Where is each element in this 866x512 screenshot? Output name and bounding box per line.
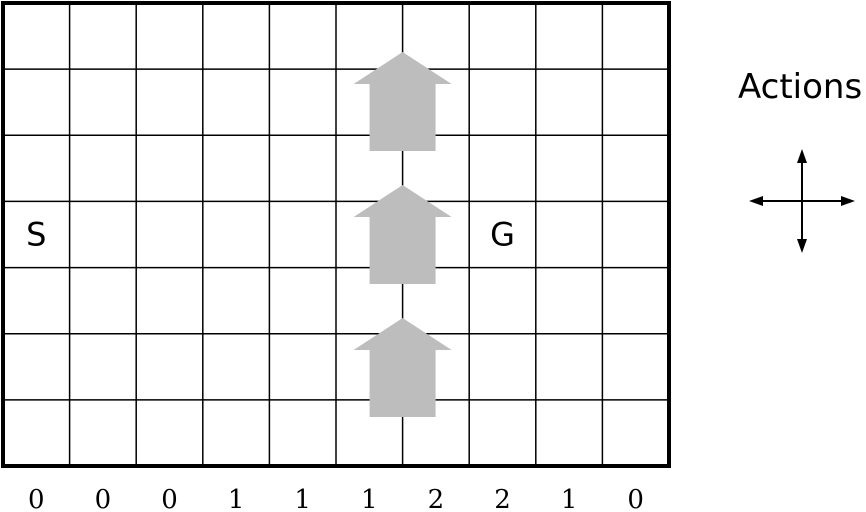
wind-strength-label: 1 <box>294 485 311 512</box>
wind-strength-label: 2 <box>494 485 511 512</box>
wind-strength-label: 1 <box>561 485 578 512</box>
goal-label: G <box>490 216 515 254</box>
wind-strength-label: 0 <box>627 485 644 512</box>
down-arrowhead-icon <box>797 239 807 253</box>
start-label: S <box>26 216 46 254</box>
wind-strength-label: 0 <box>95 485 112 512</box>
wind-strength-label: 0 <box>161 485 178 512</box>
wind-arrow-icon <box>353 318 452 417</box>
grid-border <box>1 1 671 468</box>
wind-arrow-icon <box>353 185 452 284</box>
wind-arrows <box>353 52 452 417</box>
wind-strength-label: 2 <box>428 485 445 512</box>
grid-lines <box>3 3 669 466</box>
left-arrowhead-icon <box>749 196 763 206</box>
wind-arrow-icon <box>353 52 452 151</box>
wind-strength-labels: 0 0 0 1 1 1 2 2 1 0 <box>28 485 644 512</box>
wind-strength-label: 1 <box>361 485 378 512</box>
right-arrowhead-icon <box>841 196 855 206</box>
actions-compass-icon <box>749 149 855 253</box>
wind-strength-label: 0 <box>28 485 45 512</box>
actions-title: Actions <box>738 67 862 107</box>
up-arrowhead-icon <box>797 149 807 163</box>
wind-strength-label: 1 <box>228 485 245 512</box>
